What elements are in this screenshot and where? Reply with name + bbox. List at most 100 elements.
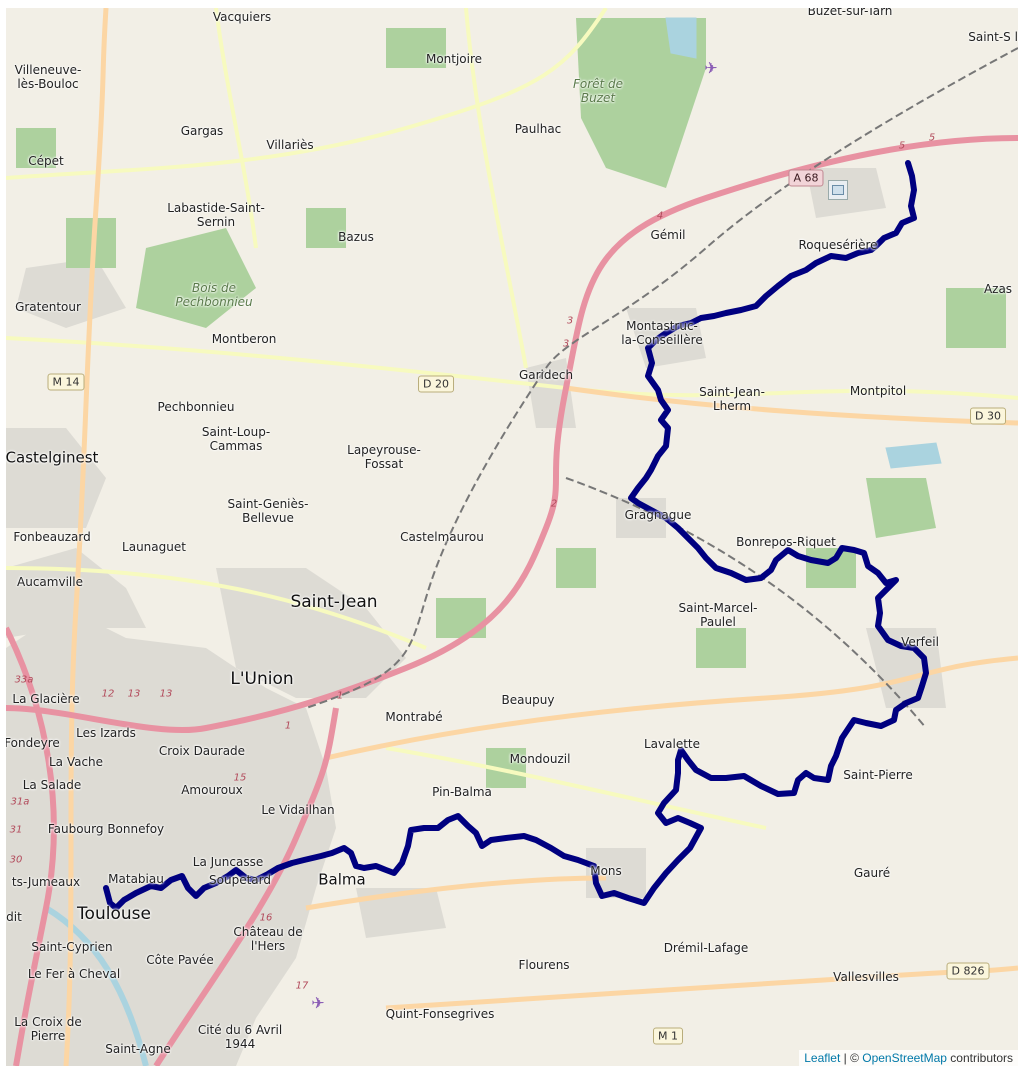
place-label: La Glacière xyxy=(12,692,80,707)
place-label: Montjoire xyxy=(425,52,483,67)
place-label: Quint-Fonsegrives xyxy=(385,1007,495,1022)
woodland xyxy=(16,18,1006,788)
place-label: Amouroux xyxy=(181,783,243,798)
junction-number: 13 xyxy=(159,688,173,700)
place-label: Gargas xyxy=(180,124,224,139)
place-label: Aucamville xyxy=(17,575,83,590)
place-label: Buzet-sur-Tarn xyxy=(807,8,893,19)
place-label: Les Izards xyxy=(76,726,136,741)
junction-number: 30 xyxy=(9,854,23,866)
place-label: Croix Daurade xyxy=(158,744,246,759)
place-label: Montastruc- la-Conseillère xyxy=(621,319,703,347)
place-label: Drémil-Lafage xyxy=(663,941,749,956)
junction-number: 33a xyxy=(14,674,34,686)
place-label: La Juncasse xyxy=(192,855,264,870)
place-label: Château de l'Hers xyxy=(233,925,303,953)
place-label: Gratentour xyxy=(15,300,81,315)
junction-number: 31 xyxy=(9,824,23,836)
junction-number: 1 xyxy=(284,720,292,732)
place-label: La Vache xyxy=(48,755,104,770)
junction-number: 5 xyxy=(928,132,936,144)
leaflet-link[interactable]: Leaflet xyxy=(804,1051,841,1065)
place-label: Verfeil xyxy=(901,635,939,650)
place-label: Mondouzil xyxy=(509,752,571,767)
road-shield: A 68 xyxy=(788,169,824,187)
place-label: Matabiau xyxy=(108,872,164,887)
place-label: Gémil xyxy=(650,228,686,243)
place-label: Saint-Jean- Lherm xyxy=(699,385,765,413)
route-path[interactable] xyxy=(103,160,929,911)
place-label: Mons xyxy=(590,864,622,879)
road-shield: M 1 xyxy=(653,1027,683,1045)
place-label: Vallesvilles xyxy=(833,970,899,985)
map-attribution: Leaflet | © OpenStreetMap contributors xyxy=(799,1050,1018,1066)
place-label: Saint-Agne xyxy=(105,1042,171,1057)
place-label: Soupetard xyxy=(209,873,271,888)
junction-number: 5 xyxy=(898,140,906,152)
airport-icon: ✈ xyxy=(704,58,718,78)
attribution-suffix: contributors xyxy=(946,1051,1013,1065)
junction-number: 15 xyxy=(233,772,247,784)
junction-number: 13 xyxy=(127,688,141,700)
place-label: Saint-S la-Po xyxy=(968,30,1018,45)
place-label: La Salade xyxy=(22,778,82,793)
place-label: Montrabé xyxy=(385,710,443,725)
place-label: Fondeyre xyxy=(6,736,60,751)
place-label: Fonbeauzard xyxy=(13,530,91,545)
junction-number: 4 xyxy=(656,210,664,222)
road-shield: D 826 xyxy=(946,962,990,980)
place-label: Gauré xyxy=(853,866,891,881)
place-label: Villeneuve- lès-Bouloc xyxy=(14,63,82,91)
place-label: Saint-Loup- Cammas xyxy=(201,425,271,453)
place-label: Saint-Marcel- Paulel xyxy=(678,601,758,629)
place-label: Azas xyxy=(983,282,1013,297)
place-label: Le Vidailhan xyxy=(261,803,335,818)
place-label: Toulouse xyxy=(77,904,151,925)
road-shield: D 30 xyxy=(970,407,1006,425)
place-label: Côte Pavée xyxy=(146,953,214,968)
junction-number: 17 xyxy=(295,980,309,992)
place-label: Forêt de Buzet xyxy=(572,77,624,105)
airport-icon: ✈ xyxy=(311,993,325,1013)
place-label: Pechbonnieu xyxy=(157,400,235,415)
place-label: Saint-Cyprien xyxy=(31,940,113,955)
place-label: Gragnague xyxy=(624,508,692,523)
osm-link[interactable]: OpenStreetMap xyxy=(862,1051,947,1065)
junction-number: 2 xyxy=(550,498,558,510)
attribution-separator: | © xyxy=(840,1051,863,1065)
place-label: Cité du 6 Avril 1944 xyxy=(197,1023,283,1051)
junction-number: 31a xyxy=(10,796,30,808)
junction-number: 3 xyxy=(562,338,570,350)
road-shield: D 20 xyxy=(418,375,454,393)
place-label: Saint-Pierre xyxy=(843,768,913,783)
place-label: Faubourg Bonnefoy xyxy=(47,822,165,837)
place-label: Saint-Geniès- Bellevue xyxy=(227,497,309,525)
junction-number: 1 xyxy=(336,690,344,702)
road-shield: M 14 xyxy=(47,373,85,391)
broken-image-icon xyxy=(828,180,848,200)
place-label: Flourens xyxy=(518,958,570,973)
place-label: L'Union xyxy=(230,669,294,690)
junction-number: 16 xyxy=(259,912,273,924)
place-label: Saint-Jean xyxy=(290,592,378,613)
place-label: Labastide-Saint- Sernin xyxy=(167,201,265,229)
place-label: Balma xyxy=(318,870,366,889)
place-label: Le Fer à Cheval xyxy=(27,967,121,982)
place-label: Pin-Balma xyxy=(432,785,492,800)
place-label: Bazus xyxy=(338,230,374,245)
map-canvas[interactable] xyxy=(6,8,1018,1066)
place-label: Castelmaurou xyxy=(400,530,484,545)
place-label: La Croix de Pierre xyxy=(14,1015,82,1043)
place-label: Roquesérière xyxy=(798,238,878,253)
place-label: Lavalette xyxy=(643,737,701,752)
place-label: Launaguet xyxy=(122,540,186,555)
motorways xyxy=(6,135,1018,1066)
place-label: Castelginest xyxy=(6,448,99,467)
place-label: Montpitol xyxy=(849,384,907,399)
place-label: dit xyxy=(6,910,22,925)
place-label: Lapeyrouse- Fossat xyxy=(347,443,421,471)
place-label: Paulhac xyxy=(514,122,562,137)
place-label: Cépet xyxy=(28,154,64,169)
place-label: Bois de Pechbonnieu xyxy=(175,281,253,309)
